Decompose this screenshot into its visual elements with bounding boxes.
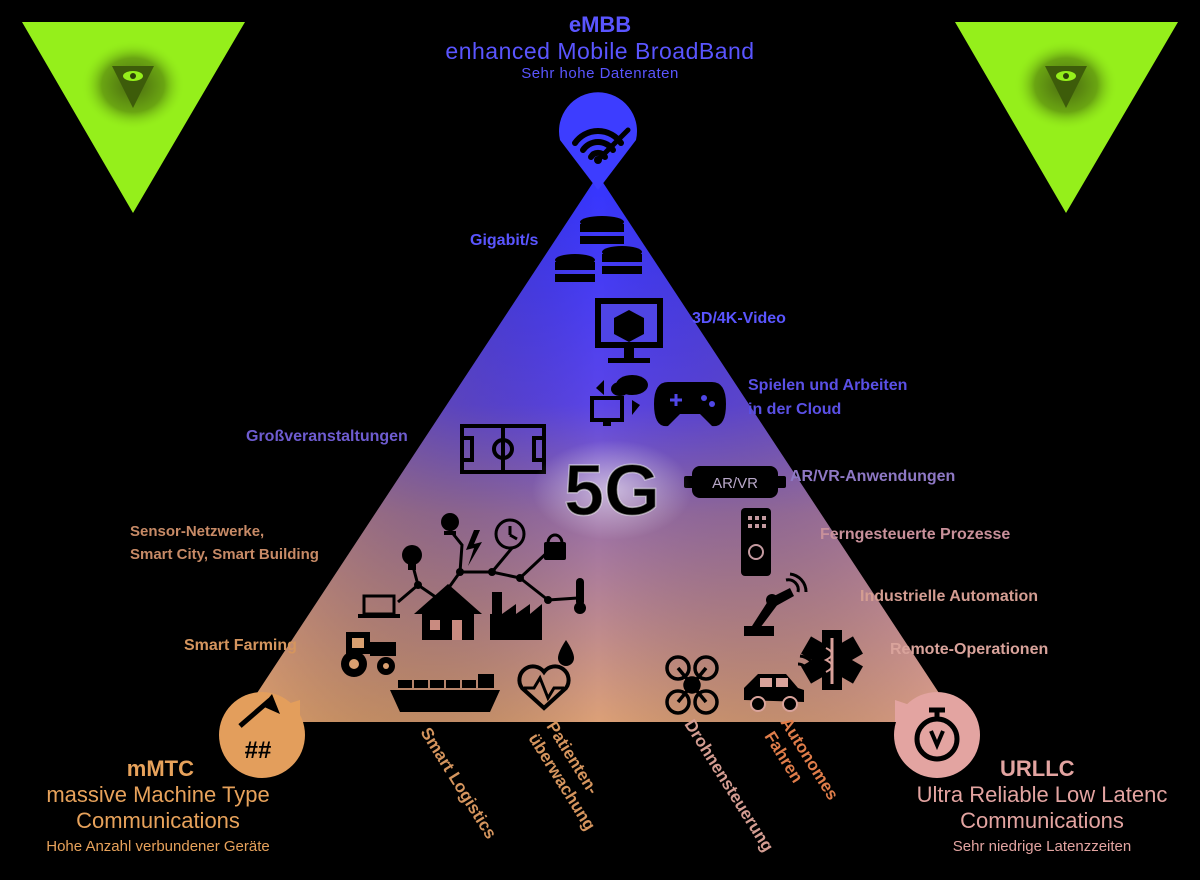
mmtc-subtitle-line1: massive Machine Type — [46, 782, 270, 807]
smart-city-network-icon — [358, 513, 586, 666]
mmtc-badge: ## — [219, 692, 305, 778]
vr-icon-text: AR/VR — [712, 475, 758, 492]
corner-triangle-right — [955, 22, 1178, 213]
urllc-badge — [894, 692, 980, 778]
heart-pulse-icon — [517, 664, 571, 711]
vr-headset-icon: AR/VR — [684, 466, 786, 498]
hash-icon-text: ## — [245, 737, 272, 764]
embb-header: eMBB enhanced Mobile BroadBand Sehr hohe… — [400, 12, 800, 82]
label-gigabit: Gigabit/s — [470, 232, 539, 249]
label-sensor-line1: Sensor-Netzwerke, — [130, 523, 265, 540]
urllc-title: URLLC — [1000, 756, 1075, 781]
label-cloud-line1: Spielen und Arbeiten — [748, 377, 908, 394]
tractor-icon — [341, 632, 396, 677]
mmtc-title: mMTC — [126, 756, 194, 781]
label-video: 3D/4K-Video — [692, 310, 786, 327]
corner-triangle-left — [22, 22, 245, 213]
car-wireless-icon — [744, 654, 818, 712]
mmtc-header: mMTC massive Machine Type Communications… — [0, 756, 316, 855]
urllc-subtitle-line1: Ultra Reliable Low Latenc — [916, 782, 1168, 807]
gamepad-icon — [654, 382, 726, 427]
label-sensor: Sensor-Netzwerke, Smart City, Smart Buil… — [130, 520, 319, 566]
soccer-field-icon — [460, 424, 546, 474]
label-remote-ops: Remote-Operationen — [890, 641, 1049, 658]
mmtc-subtitle-line2: Communications — [76, 808, 240, 833]
embb-note: Sehr hohe Datenraten — [521, 65, 679, 82]
urllc-header: URLLC Ultra Reliable Low Latenc Communic… — [884, 756, 1200, 855]
label-farming: Smart Farming — [184, 637, 297, 654]
label-cloud-line2: in der Cloud — [748, 401, 842, 418]
urllc-note: Sehr niedrige Latenzzeiten — [952, 838, 1132, 855]
urllc-subtitle-line2: Communications — [960, 808, 1124, 833]
remote-control-icon — [741, 508, 771, 576]
label-arvr: AR/VR-Anwendungen — [790, 468, 956, 485]
wifi-speed-icon — [572, 127, 631, 163]
drone-icon — [665, 655, 719, 715]
label-smart-logistics: Smart Logistics — [417, 724, 501, 842]
center-5g-label: 5G — [564, 451, 660, 531]
embb-subtitle: enhanced Mobile BroadBand — [445, 38, 755, 64]
monitor-3d-icon — [595, 298, 663, 363]
embb-title: eMBB — [568, 12, 632, 37]
growth-hash-icon: ## — [238, 694, 280, 764]
label-sensor-line2: Smart City, Smart Building — [130, 546, 319, 563]
label-cloud: Spielen und Arbeiten in der Cloud — [748, 374, 907, 422]
cloud-sync-icon — [590, 375, 648, 426]
label-industry: Industrielle Automation — [860, 588, 1039, 605]
database-icon — [555, 216, 642, 282]
robot-arm-icon — [744, 572, 808, 636]
embb-pin — [559, 92, 637, 190]
mmtc-note: Hohe Anzahl verbundener Geräte — [46, 838, 270, 855]
label-events: Großveranstaltungen — [246, 428, 408, 445]
label-remote-proc: Ferngesteuerte Prozesse — [820, 526, 1011, 543]
stopwatch-icon — [914, 707, 960, 762]
cargo-ship-icon — [390, 674, 500, 712]
